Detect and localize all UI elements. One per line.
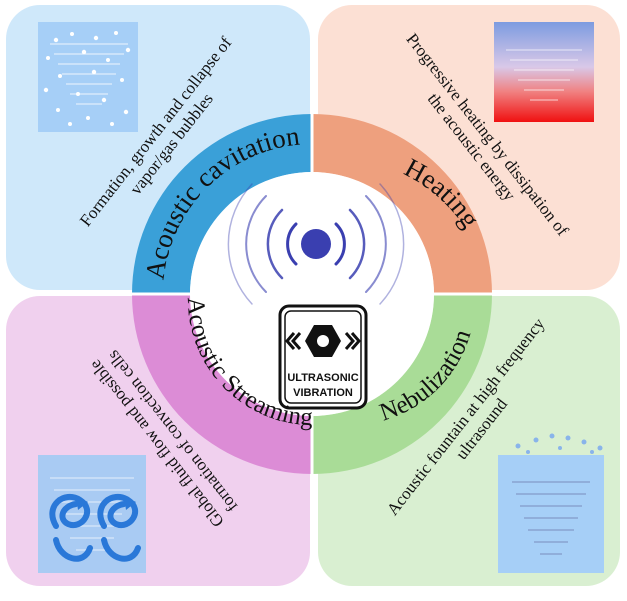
droplet-fountain-icon [498,433,604,573]
ring-segment-heating [312,114,492,294]
ring-segment-nebulization [312,294,492,474]
center-circle [190,172,434,416]
temperature-gradient-icon [494,22,594,122]
bubbles-in-liquid-icon [38,22,138,132]
badge-line-1: ULTRASONIC [287,372,358,384]
sound-wave-icon [227,183,405,305]
ultrasonic-vibration-badge: ULTRASONIC VIBRATION [278,304,368,410]
convection-swirl-icon [38,455,146,573]
ring-segment-cavitation [132,114,312,294]
badge-line-2: VIBRATION [293,387,353,399]
ring-segment-streaming [132,294,312,474]
ultrasonic-transducer-icon [285,325,361,357]
